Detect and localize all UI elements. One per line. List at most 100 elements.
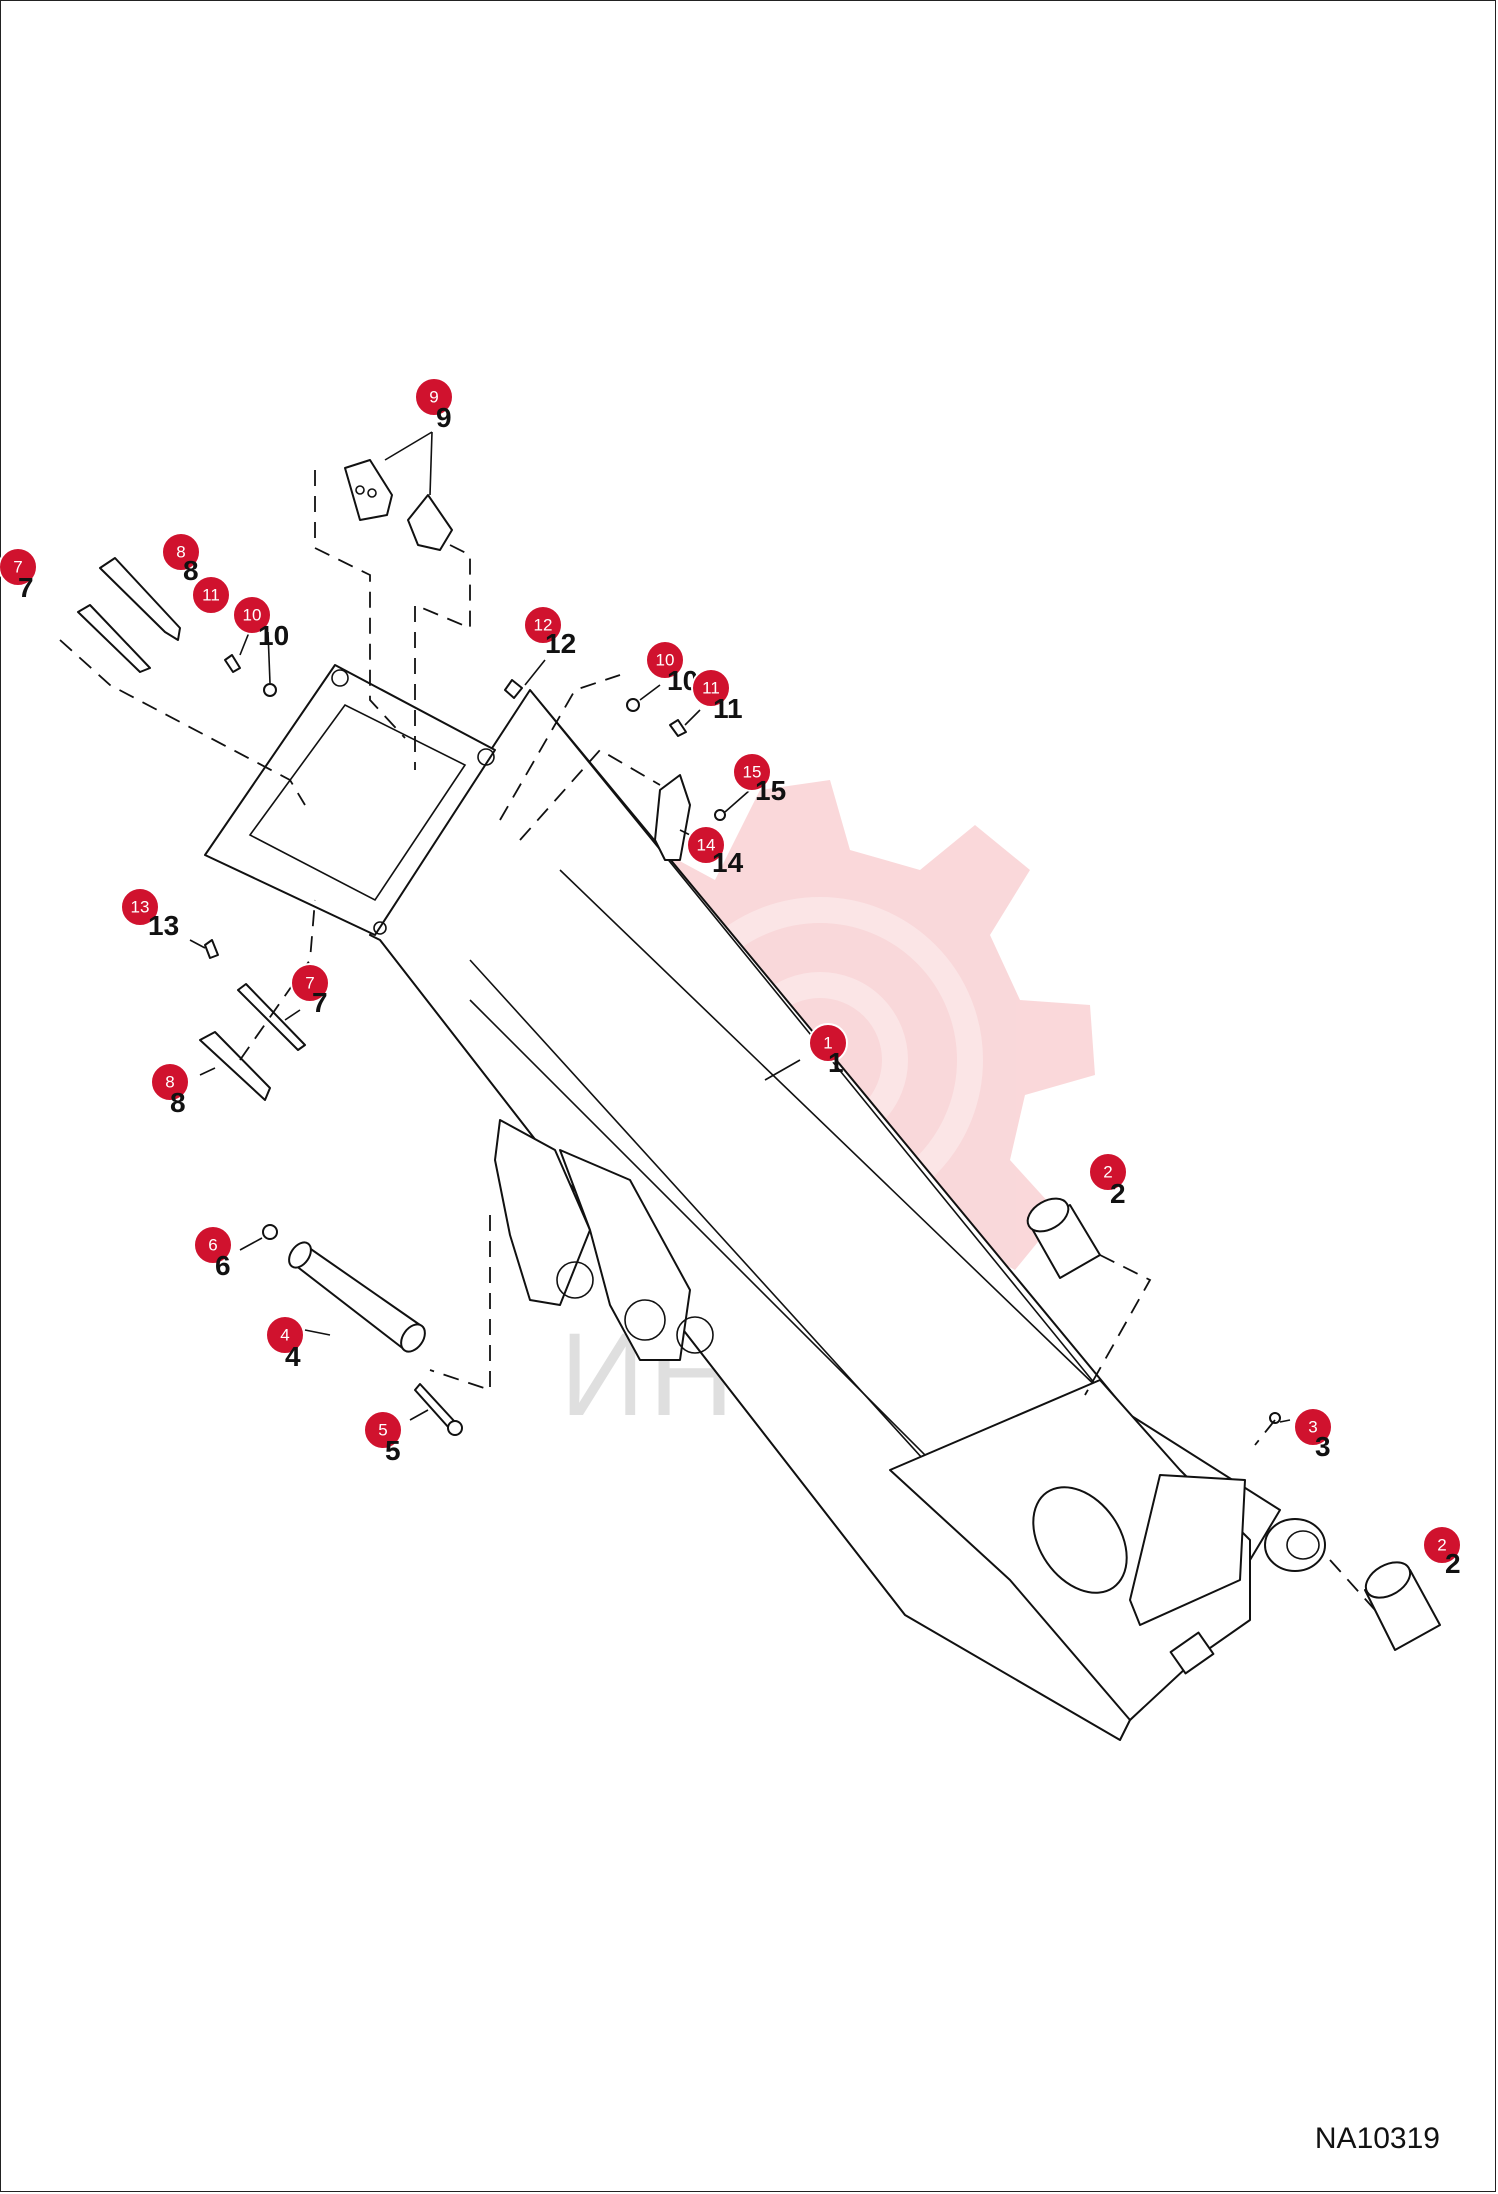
svg-text:3: 3 — [1315, 1431, 1331, 1462]
svg-text:6: 6 — [208, 1236, 217, 1255]
callout-10-left: 10 10 — [232, 595, 289, 651]
retainer-screw — [714, 809, 726, 821]
callout-10-right: 10 10 — [645, 640, 698, 696]
svg-text:2: 2 — [1110, 1178, 1126, 1209]
svg-text:2: 2 — [1445, 1548, 1461, 1579]
callout-11-left: 11 — [191, 575, 231, 615]
callout-2-upper: 2 2 — [1088, 1152, 1128, 1209]
callout-2-lower: 2 2 — [1422, 1525, 1462, 1579]
svg-text:1: 1 — [828, 1047, 844, 1078]
svg-text:7: 7 — [312, 987, 328, 1018]
svg-text:4: 4 — [280, 1326, 289, 1345]
cylinder-bracket-front — [559, 1149, 691, 1361]
svg-text:8: 8 — [176, 543, 185, 562]
boom-foot-slot — [1169, 1631, 1215, 1675]
svg-text:11: 11 — [713, 693, 743, 724]
bushing-lower — [1364, 1561, 1441, 1651]
wear-pad-upper — [77, 557, 181, 673]
pin-nut — [262, 1224, 278, 1240]
svg-text:7: 7 — [18, 572, 34, 603]
bracket-pin-hole — [556, 1261, 594, 1299]
svg-text:15: 15 — [755, 775, 786, 806]
boom-assembly — [204, 664, 1326, 1741]
svg-text:12: 12 — [534, 616, 553, 635]
slide-block-right — [407, 494, 453, 551]
svg-text:7: 7 — [13, 558, 22, 577]
svg-text:9: 9 — [436, 402, 452, 433]
plate-hole — [331, 669, 349, 687]
boom-crease-line — [469, 999, 1001, 1531]
callout-7-lower: 7 7 — [290, 963, 330, 1018]
callout-1: 1 1 — [808, 1023, 848, 1078]
boom-pivot-bore — [1286, 1530, 1320, 1560]
callout-8-lower: 8 8 — [150, 1062, 190, 1118]
capscrew-bottom — [204, 939, 219, 959]
slide-block-left — [344, 459, 393, 521]
svg-text:10: 10 — [258, 620, 289, 651]
wear-pad-lower — [199, 983, 306, 1101]
callout-6: 6 6 — [193, 1225, 233, 1281]
svg-text:11: 11 — [202, 586, 220, 605]
svg-text:5: 5 — [378, 1421, 387, 1440]
svg-text:6: 6 — [215, 1250, 231, 1281]
grease-fitting — [1269, 1412, 1281, 1424]
bracket-pin-hole — [624, 1299, 666, 1341]
callout-9: 9 9 — [414, 377, 454, 433]
svg-text:15: 15 — [743, 763, 762, 782]
callout-15: 15 15 — [732, 752, 786, 806]
capscrew-top — [504, 679, 523, 699]
washer-right — [626, 698, 640, 712]
pin-bolt — [414, 1383, 463, 1436]
bushing-upper — [1026, 1197, 1101, 1279]
svg-text:8: 8 — [170, 1087, 186, 1118]
svg-text:13: 13 — [131, 898, 150, 917]
plate-hole — [477, 748, 495, 766]
svg-text:14: 14 — [712, 847, 744, 878]
svg-text:11: 11 — [702, 679, 720, 698]
callouts: 1 1 2 2 2 2 3 3 4 4 — [0, 377, 1462, 1579]
washer-left — [263, 683, 277, 697]
boom-foot-gusset — [1129, 1474, 1246, 1626]
callout-12: 12 12 — [523, 605, 576, 659]
cylinder-bracket — [494, 1119, 591, 1306]
boom-head-plate — [204, 664, 496, 936]
capscrew-right — [669, 719, 687, 737]
svg-text:12: 12 — [545, 628, 576, 659]
bracket-pin-hole — [676, 1316, 714, 1354]
callout-3: 3 3 — [1293, 1407, 1333, 1462]
svg-text:1: 1 — [823, 1034, 832, 1053]
callout-5: 5 5 — [363, 1410, 403, 1466]
svg-text:8: 8 — [165, 1073, 174, 1092]
svg-text:9: 9 — [429, 388, 438, 407]
svg-text:14: 14 — [697, 836, 716, 855]
boom-foot-bore — [1032, 1486, 1128, 1594]
svg-text:7: 7 — [305, 974, 314, 993]
callout-leaders — [189, 431, 1291, 1423]
boom-pivot-boss — [1264, 1518, 1326, 1572]
callout-11-right: 11 11 — [691, 668, 743, 724]
svg-text:10: 10 — [243, 606, 262, 625]
svg-text:2: 2 — [1103, 1163, 1112, 1182]
capscrew-left — [224, 654, 241, 673]
pivot-pin — [288, 1241, 426, 1353]
svg-text:3: 3 — [1308, 1418, 1317, 1437]
svg-text:5: 5 — [385, 1435, 401, 1466]
boom-head-plate-inner — [248, 703, 467, 902]
boom-inner-edge-line — [559, 869, 1106, 1396]
assembly-dashed-lines — [59, 470, 1376, 1611]
drawing-reference-code: NA10319 — [1314, 2122, 1440, 2155]
callout-13: 13 13 — [120, 887, 179, 941]
svg-text:4: 4 — [285, 1341, 301, 1372]
svg-text:13: 13 — [148, 910, 179, 941]
plate-hole — [373, 921, 387, 935]
callout-8-upper: 8 8 — [161, 532, 201, 586]
callout-7-upper: 7 7 — [0, 547, 38, 603]
retainer-bracket — [654, 774, 691, 861]
svg-text:10: 10 — [656, 651, 675, 670]
svg-text:8: 8 — [183, 555, 199, 586]
callout-4: 4 4 — [265, 1315, 305, 1372]
callout-14: 14 14 — [686, 825, 744, 878]
